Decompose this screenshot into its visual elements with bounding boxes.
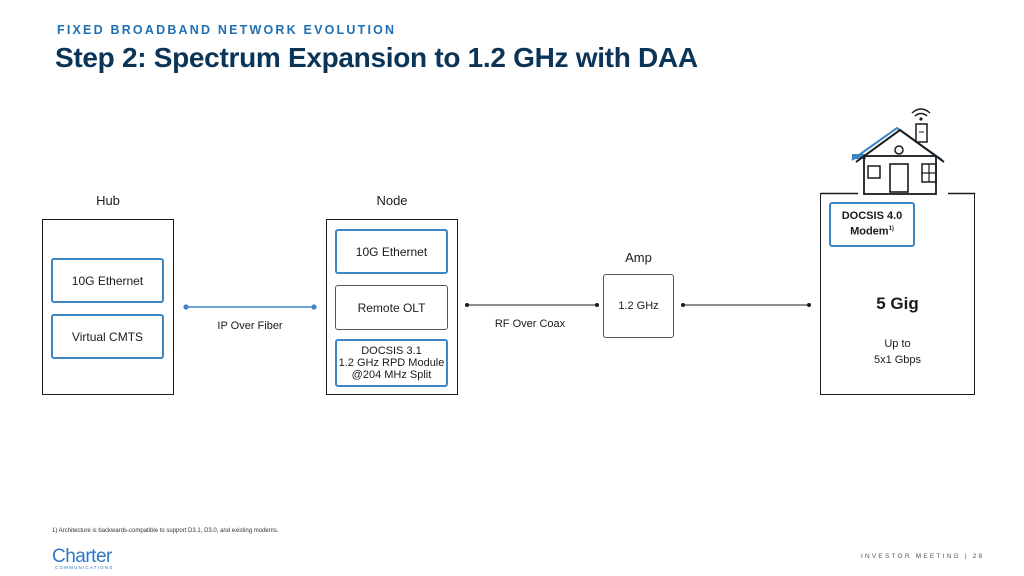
node-item-docsis-rpd: DOCSIS 3.1 1.2 GHz RPD Module @204 MHz S… [335,339,448,387]
hub-item-virtual-cmts: Virtual CMTS [51,314,164,359]
hub-item-10g-ethernet: 10G Ethernet [51,258,164,303]
speed-value: 5 Gig [876,294,919,313]
docsis-modem-box: DOCSIS 4.0 Modem1) [829,202,915,247]
section-eyebrow: FIXED BROADBAND NETWORK EVOLUTION [57,23,397,37]
speed-upto: Up to 5x1 Gbps [873,338,922,366]
node-label: Node [376,193,408,208]
footer-meeting: INVESTOR MEETING | 28 [861,553,985,560]
ip-over-fiber-label: IP Over Fiber [217,320,283,332]
charter-logo-sub: COMMUNICATIONS [55,565,114,570]
hub-label: Hub [96,193,120,208]
ip-over-fiber-connector [183,304,317,310]
node-item-10g-ethernet: 10G Ethernet [335,229,448,274]
hub-box [42,219,174,395]
modem-footnote-marker: 1) [888,226,894,233]
charter-logo: Charter [52,546,112,567]
wifi-icon [911,108,931,121]
node-item-remote-olt: Remote OLT [335,285,448,330]
house-icon [820,123,976,195]
page-title: Step 2: Spectrum Expansion to 1.2 GHz wi… [55,42,698,73]
rf-over-coax-label: RF Over Coax [494,318,566,330]
footnote: 1) Architecture is backwards-compatible … [52,528,279,534]
docsis-modem-label: DOCSIS 4.0 Modem [841,210,903,238]
amp-home-connector [681,303,811,307]
amp-label: Amp [625,250,652,265]
amp-box: 1.2 GHz [603,274,674,338]
rf-over-coax-connector [465,303,599,307]
